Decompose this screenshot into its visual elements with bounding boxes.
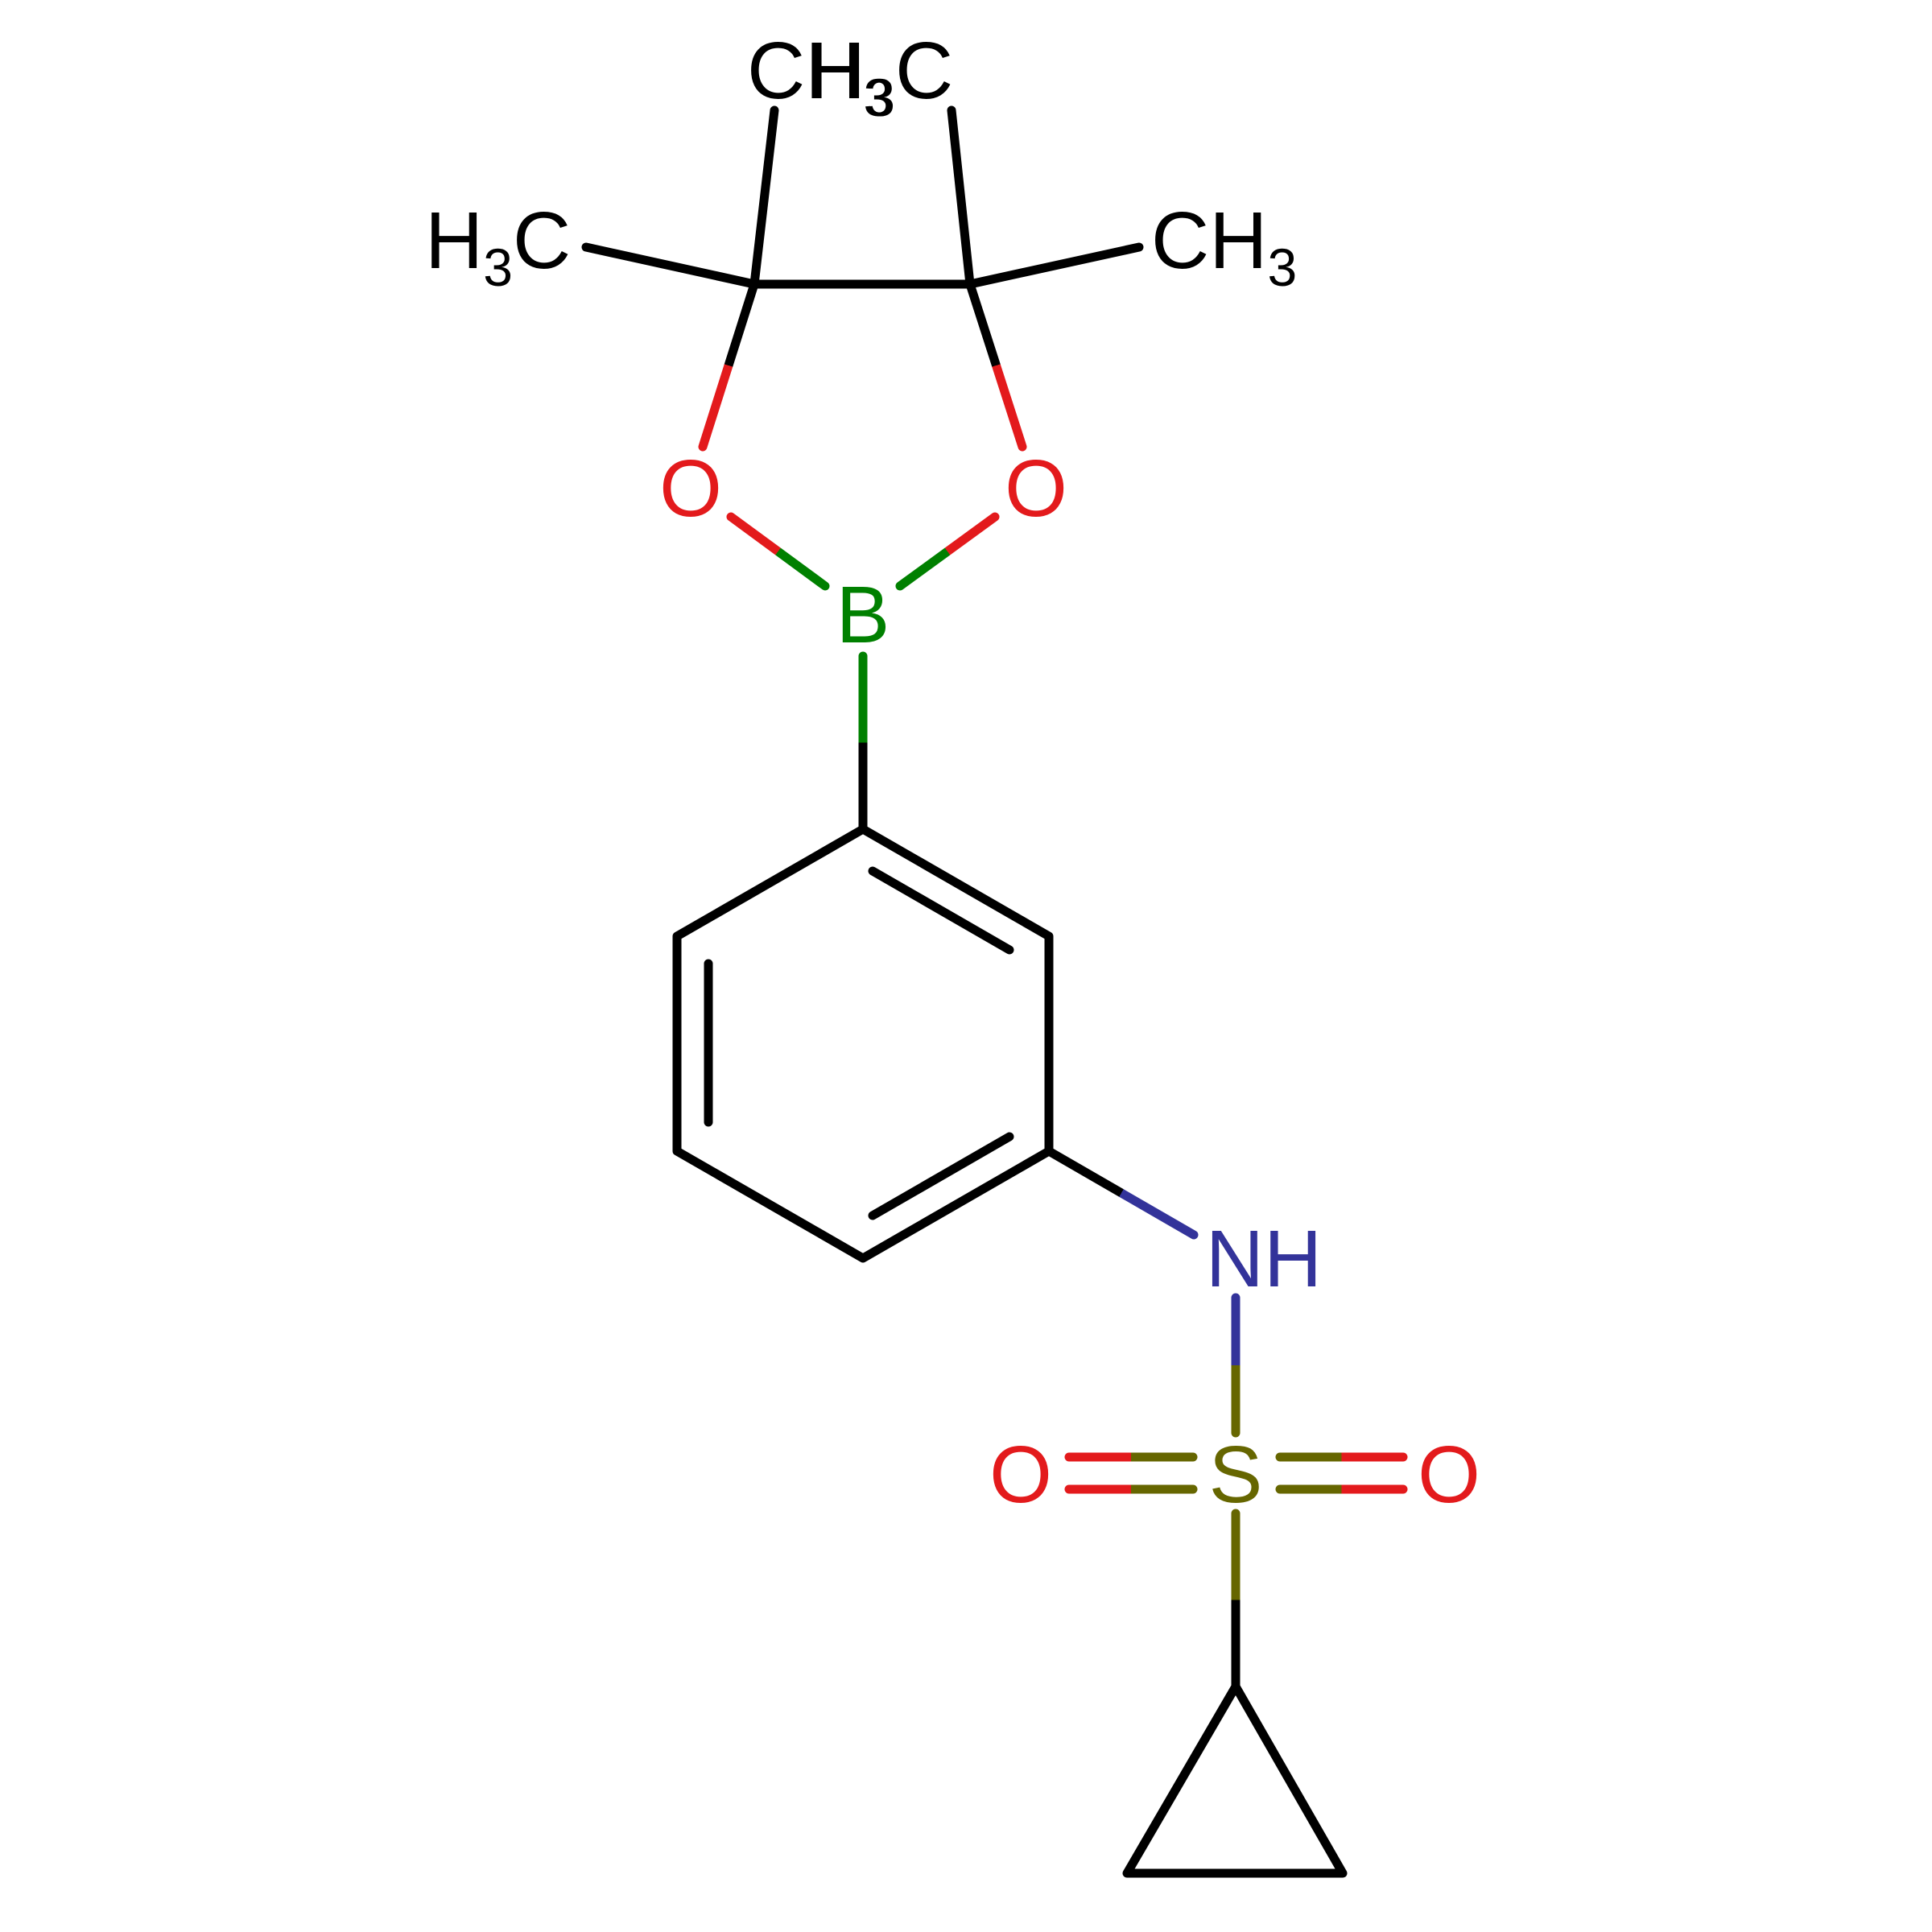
oxygen-label-sulfonyl-left: O (989, 1430, 1052, 1520)
bond-c-methyl-top-right (947, 105, 975, 289)
bond-c-methyl-left (581, 242, 759, 289)
bonds (581, 105, 1408, 1878)
benzene-ring (672, 824, 1054, 1263)
bond-c-n (1044, 1146, 1199, 1240)
bond-c-methyl-top-left (749, 105, 779, 289)
benzene-inner-double-bond-1 (868, 866, 1014, 955)
boron-label: B (836, 570, 890, 660)
nh-label: NH (1206, 1214, 1322, 1304)
methyl-label-top-right: H3C (807, 26, 953, 127)
sulfur-label: S (1209, 1430, 1263, 1520)
bond-c-methyl-right (965, 242, 1144, 289)
methyl-label-right: CH3 (1151, 196, 1297, 297)
methyl-label-left: H3C (425, 196, 571, 297)
bond-o-b-left (726, 512, 830, 591)
atom-labels: H3C CH3 CH3 H3C O O B NH S O O (425, 26, 1480, 1520)
bond-c-o-right (965, 279, 1027, 452)
benzene-inner-double-bond-3 (868, 1132, 1014, 1220)
bond-c-o-left (698, 279, 759, 452)
oxygen-label-ring-right: O (1005, 444, 1067, 534)
methyl-label-top-left: CH3 (747, 26, 893, 127)
bond-o-b-right (895, 512, 1000, 591)
cyclopropane-ring (1122, 1682, 1348, 1878)
oxygen-label-ring-left: O (659, 444, 722, 534)
oxygen-label-sulfonyl-right: O (1418, 1430, 1480, 1520)
